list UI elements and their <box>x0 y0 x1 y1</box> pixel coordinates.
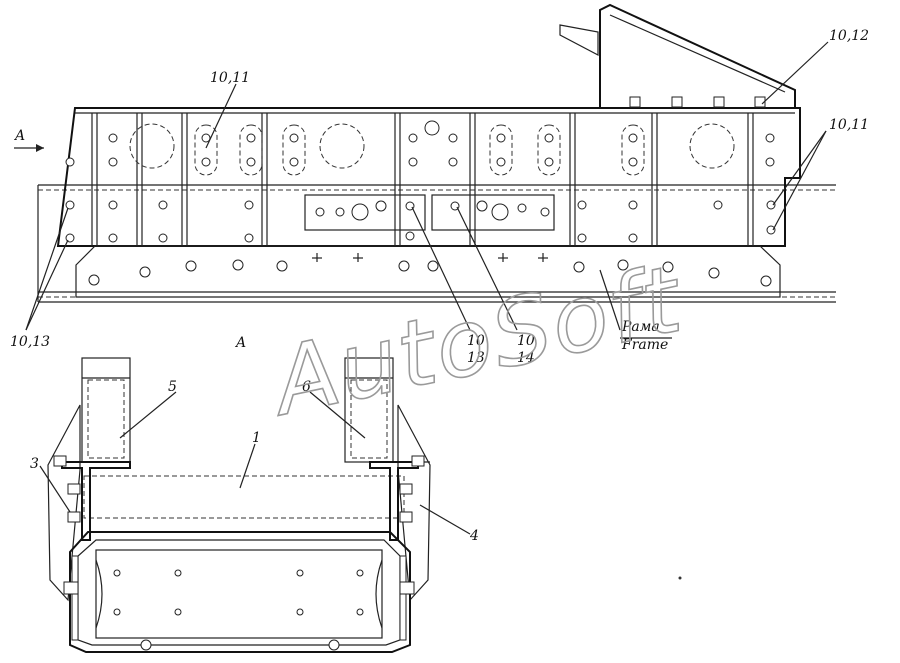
callout-3: 3 <box>30 456 39 472</box>
callout-10-12: 10,12 <box>829 28 869 44</box>
callout-10-11-right: 10,11 <box>829 117 869 133</box>
callout-5: 5 <box>168 379 177 395</box>
section-a-label: A <box>234 335 246 351</box>
callout-10-11-top: 10,11 <box>210 70 250 86</box>
slotted-holes <box>194 124 645 176</box>
bolt-heads <box>65 133 776 243</box>
callout-6: 6 <box>302 379 311 395</box>
view-a-arrow-label: A <box>13 128 25 144</box>
callout-10-13-stack-bottom: 13 <box>467 350 485 366</box>
top-bolts <box>629 96 766 108</box>
arrow-right-icon <box>14 144 44 152</box>
center-marks <box>312 253 548 262</box>
callout-10-14-stack-bottom: 14 <box>517 350 535 366</box>
callout-10-14-stack-top: 10 <box>517 333 535 349</box>
callout-1: 1 <box>252 430 261 446</box>
section-bolts <box>53 455 425 523</box>
side-rivets <box>63 555 415 641</box>
lower-plate-holes <box>88 259 772 287</box>
stiffeners <box>91 113 754 246</box>
callout-4: 4 <box>469 528 479 544</box>
callout-10-13: 10,13 <box>10 334 50 350</box>
callout-leaders <box>25 41 829 339</box>
side-view <box>37 3 836 303</box>
view-arrow: A <box>13 128 44 152</box>
watermark: AutoSoft <box>260 245 692 437</box>
frame-label-en: Frame <box>621 337 668 353</box>
section-view <box>47 357 431 653</box>
section-leaders <box>39 391 471 535</box>
frame-label-ru: Рама <box>621 319 660 335</box>
callout-10-13-stack-top: 10 <box>467 333 485 349</box>
channel-holes <box>113 569 364 651</box>
